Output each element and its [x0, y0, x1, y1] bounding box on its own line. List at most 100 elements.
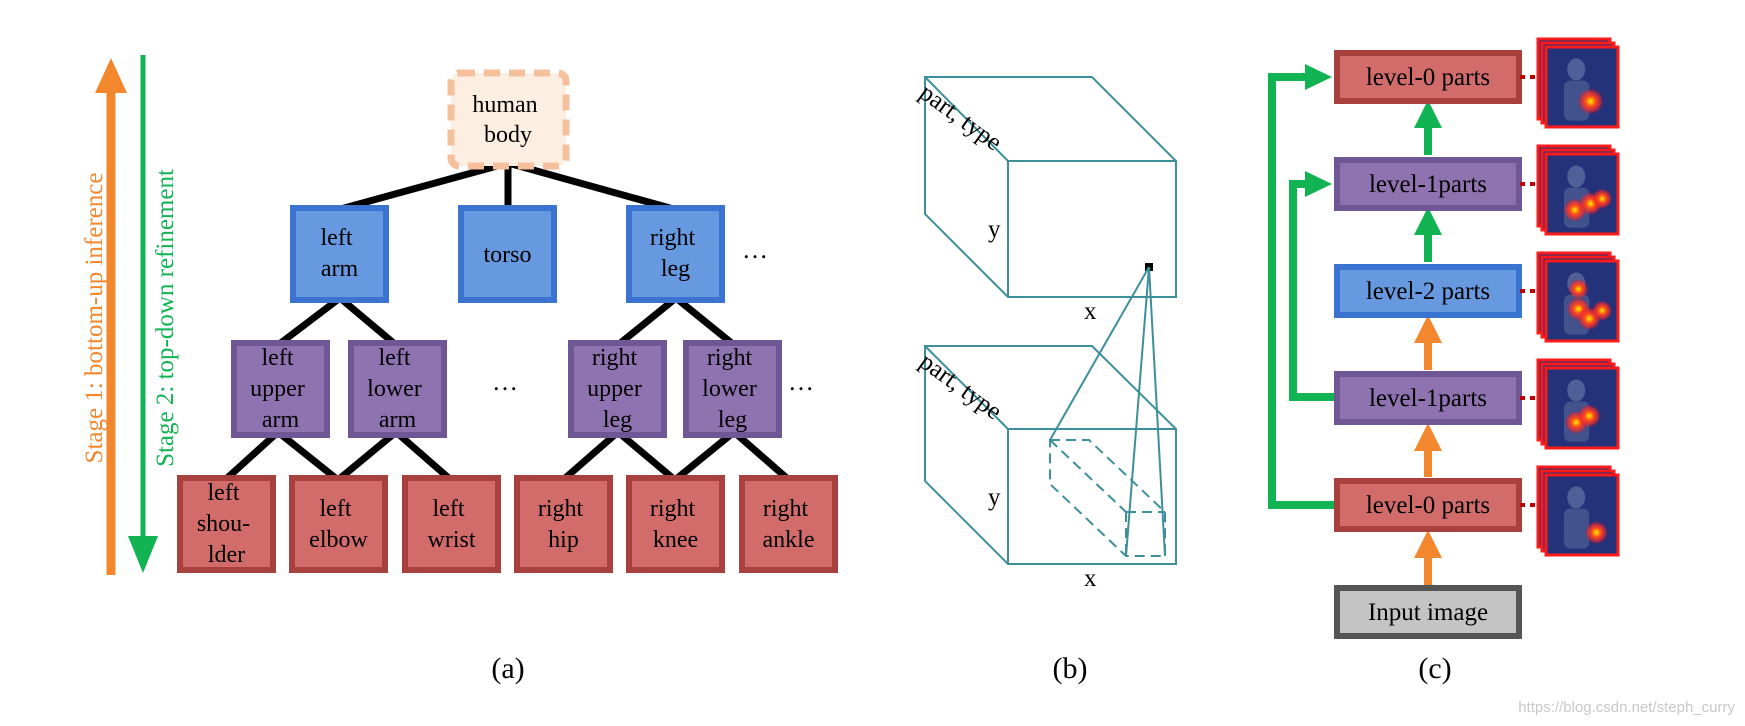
svg-text:left wrist: left wrist: [428, 496, 476, 553]
watermark: https://blog.csdn.net/steph_curry: [1518, 699, 1735, 716]
node-text: right: [592, 345, 638, 371]
panel-b: part, type y x part, type y x (b): [914, 76, 1177, 685]
ellipsis-level2-right: …: [788, 367, 814, 396]
node-text: left: [208, 480, 240, 506]
heatmap-stack: [1536, 358, 1620, 450]
top-axis-y: y: [988, 216, 1001, 243]
node-text: leg: [718, 407, 747, 433]
box-level0-top: level-0 parts: [1334, 50, 1522, 104]
person-head: [1567, 486, 1586, 509]
heat-blob: [1577, 88, 1604, 115]
svg-text:left elbow: left elbow: [309, 496, 368, 553]
node-text: right: [763, 496, 809, 522]
node-text: shou-: [197, 511, 250, 537]
node-text: lower: [702, 376, 757, 402]
person-body: [1564, 508, 1590, 549]
svg-text:right hip: right hip: [538, 496, 589, 553]
heat-blob: [1568, 278, 1589, 300]
node-left-upper-arm: left upper arm: [231, 340, 330, 438]
heatmap-stack: [1536, 37, 1620, 129]
box-level2: level-2 parts: [1334, 264, 1522, 318]
box-level1-bottom: level-1parts: [1334, 371, 1522, 425]
panel-a: Stage 1: bottom-up inference Stage 2: to…: [81, 55, 838, 685]
node-right-hip: right hip: [514, 475, 613, 573]
svg-text:right leg: right leg: [650, 225, 701, 282]
node-human-body: human body: [447, 69, 570, 170]
receptive-field: [1049, 439, 1166, 557]
node-text: left: [433, 496, 465, 522]
person-head: [1567, 58, 1586, 81]
node-right-knee: right knee: [626, 475, 725, 573]
top-axis-part: part, type: [914, 79, 1006, 156]
heatmap-stack: [1536, 465, 1620, 557]
node-text: lder: [208, 542, 245, 568]
stage1-arrowhead: [95, 58, 127, 93]
node-text: human: [472, 92, 537, 118]
skip-arrowhead-mid: [1305, 171, 1332, 197]
node-text: right: [707, 345, 753, 371]
heatmap-stack: [1536, 144, 1620, 236]
node-text: hip: [548, 527, 579, 553]
top-cuboid: [924, 76, 1177, 298]
bottom-axis-y: y: [988, 484, 1001, 511]
heat-blob: [1592, 300, 1613, 321]
node-text: left: [321, 225, 353, 251]
node-text: right: [650, 225, 696, 251]
node-text: ankle: [763, 527, 815, 553]
svg-text:left shou- lde: left shou- lder: [197, 480, 256, 568]
person-head: [1567, 379, 1586, 402]
node-text: leg: [661, 256, 690, 282]
node-right-ankle: right ankle: [739, 475, 838, 573]
svg-text:right ankle: right ankle: [763, 496, 815, 553]
panel-c: level-0 parts level-1parts level-2 parts…: [1268, 37, 1620, 685]
box-input-image: Input image: [1334, 585, 1522, 639]
svg-text:left arm: left arm: [321, 225, 359, 282]
box-level0-bottom: level-0 parts: [1334, 478, 1522, 532]
caption-b: (b): [1053, 652, 1088, 685]
node-text: left: [379, 345, 411, 371]
node-text: arm: [262, 407, 300, 433]
svg-text:human body: human body: [472, 92, 543, 148]
node-text: body: [484, 122, 532, 148]
caption-a: (a): [491, 652, 524, 685]
heatmap-stacks: [1536, 37, 1620, 557]
node-right-lower-leg: right lower leg: [683, 340, 782, 438]
node-text: right: [650, 496, 696, 522]
node-text: lower: [367, 376, 422, 402]
box-label: Input image: [1368, 599, 1488, 626]
box-level1-top: level-1parts: [1334, 157, 1522, 211]
top-axis-x: x: [1084, 298, 1097, 325]
svg-text:right knee: right knee: [650, 496, 701, 553]
bottom-axis-x: x: [1084, 565, 1097, 592]
node-left-lower-arm: left lower arm: [348, 340, 447, 438]
ellipsis-level2-mid: …: [492, 367, 518, 396]
bottom-axis-part: part, type: [914, 348, 1006, 425]
node-right-leg: right leg: [626, 205, 725, 303]
node-text: arm: [321, 256, 359, 282]
ellipsis-level1: …: [742, 235, 768, 264]
skip-arrowhead-top: [1305, 64, 1332, 90]
stage1-label: Stage 1: bottom-up inference: [81, 173, 108, 464]
node-text: right: [538, 496, 584, 522]
svg-text:left lower arm: left lower arm: [367, 345, 428, 433]
bottom-cuboid: [924, 345, 1177, 565]
svg-text:right upper le: right upper leg: [587, 345, 648, 433]
stage2-label: Stage 2: top-down refinement: [152, 169, 179, 467]
heat-blob: [1584, 521, 1608, 545]
node-torso: torso: [458, 205, 557, 303]
node-right-upper-leg: right upper leg: [568, 340, 667, 438]
node-text: wrist: [428, 527, 476, 553]
caption-c: (c): [1418, 652, 1451, 685]
node-left-wrist: left wrist: [402, 475, 501, 573]
box-label: level-0 parts: [1366, 492, 1490, 519]
node-text: arm: [379, 407, 417, 433]
skip-arrows: [1268, 73, 1337, 509]
heat-blob: [1577, 404, 1601, 428]
projection-lines: [1049, 266, 1166, 557]
node-text: knee: [653, 527, 698, 553]
heatmap-stack: [1536, 251, 1620, 343]
heatmap-connectors: [1520, 75, 1538, 507]
node-text: torso: [484, 242, 532, 268]
heat-blob: [1592, 188, 1613, 209]
